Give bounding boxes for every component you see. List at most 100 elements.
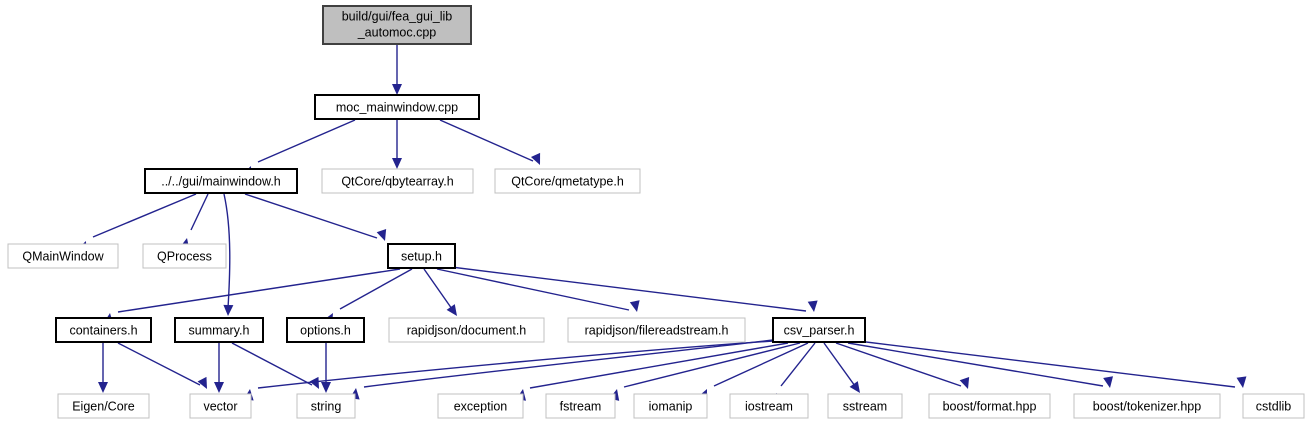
arrowhead-icon bbox=[309, 376, 319, 389]
arrowhead-icon bbox=[321, 382, 331, 393]
node-box[interactable] bbox=[322, 5, 472, 45]
node-label: cstdlib bbox=[1256, 399, 1291, 413]
node-qbytearray[interactable]: QtCore/qbytearray.h bbox=[321, 168, 474, 194]
node-box[interactable] bbox=[1242, 393, 1305, 419]
node-label: sstream bbox=[843, 399, 887, 413]
arrowhead-icon bbox=[197, 376, 207, 389]
node-box[interactable] bbox=[286, 317, 365, 343]
edge-line bbox=[244, 193, 378, 239]
node-iostream[interactable]: iostream bbox=[729, 393, 809, 419]
edge-setup-to-rjfrs bbox=[436, 268, 640, 312]
edge-csv-to-btoken bbox=[847, 342, 1114, 388]
node-summary[interactable]: summary.h bbox=[174, 317, 264, 343]
arrowhead-icon bbox=[98, 382, 108, 393]
arrowhead-icon bbox=[849, 381, 860, 393]
arrowhead-icon bbox=[629, 300, 640, 312]
node-iomanip[interactable]: iomanip bbox=[633, 393, 708, 419]
edge-line bbox=[223, 193, 231, 309]
edges-layer bbox=[77, 45, 1247, 405]
node-fstream[interactable]: fstream bbox=[545, 393, 616, 419]
node-label: vector bbox=[203, 399, 237, 413]
node-box[interactable] bbox=[437, 393, 524, 419]
node-box[interactable] bbox=[142, 243, 227, 269]
node-csv[interactable]: csv_parser.h bbox=[772, 317, 866, 343]
node-label: QMainWindow bbox=[22, 249, 104, 263]
node-label: containers.h bbox=[69, 323, 137, 337]
node-label: Eigen/Core bbox=[72, 399, 135, 413]
node-box[interactable] bbox=[7, 243, 119, 269]
node-box[interactable] bbox=[729, 393, 809, 419]
node-box[interactable] bbox=[57, 393, 150, 419]
node-box[interactable] bbox=[55, 317, 152, 343]
node-label: boost/format.hpp bbox=[943, 399, 1037, 413]
node-label: rapidjson/filereadstream.h bbox=[585, 323, 729, 337]
node-box[interactable] bbox=[1073, 393, 1221, 419]
edge-line bbox=[835, 342, 962, 387]
node-box[interactable] bbox=[545, 393, 616, 419]
node-options[interactable]: options.h bbox=[286, 317, 365, 343]
node-bformat[interactable]: boost/format.hpp bbox=[928, 393, 1051, 419]
node-box[interactable] bbox=[296, 393, 356, 419]
arrowhead-icon bbox=[1236, 376, 1247, 388]
edge-summary-to-string bbox=[231, 342, 319, 389]
nodes-layer: build/gui/fea_gui_lib_automoc.cpp moc_mai… bbox=[7, 5, 1305, 419]
node-setup[interactable]: setup.h bbox=[387, 243, 456, 269]
node-box[interactable] bbox=[388, 317, 545, 343]
node-qmainwindow[interactable]: QMainWindow bbox=[7, 243, 119, 269]
node-containers[interactable]: containers.h bbox=[55, 317, 152, 343]
edge-csv-to-cstdlib bbox=[857, 340, 1247, 388]
edge-moc-to-qbytearray bbox=[392, 120, 402, 169]
node-box[interactable] bbox=[827, 393, 903, 419]
node-label: string bbox=[311, 399, 342, 413]
node-exception[interactable]: exception bbox=[437, 393, 524, 419]
node-box[interactable] bbox=[772, 317, 866, 343]
edge-line bbox=[92, 193, 197, 238]
node-rjdoc[interactable]: rapidjson/document.h bbox=[388, 317, 545, 343]
node-box[interactable] bbox=[314, 94, 480, 120]
edge-line bbox=[231, 342, 313, 386]
node-label: iostream bbox=[745, 399, 793, 413]
node-cstdlib[interactable]: cstdlib bbox=[1242, 393, 1305, 419]
node-box[interactable] bbox=[494, 168, 641, 194]
node-vector[interactable]: vector bbox=[189, 393, 252, 419]
edge-csv-to-bformat bbox=[835, 342, 970, 389]
node-eigen[interactable]: Eigen/Core bbox=[57, 393, 150, 419]
edge-line bbox=[423, 268, 453, 310]
edge-mainwindow-to-qprocess bbox=[179, 193, 209, 250]
node-label: QtCore/qbytearray.h bbox=[341, 174, 453, 188]
node-label: fstream bbox=[560, 399, 602, 413]
node-rjfrs[interactable]: rapidjson/filereadstream.h bbox=[567, 317, 746, 343]
node-string[interactable]: string bbox=[296, 393, 356, 419]
edge-line bbox=[117, 342, 201, 386]
edge-line bbox=[117, 268, 401, 313]
node-btoken[interactable]: boost/tokenizer.hpp bbox=[1073, 393, 1221, 419]
edge-csv-to-sstream bbox=[823, 342, 860, 393]
arrowhead-icon bbox=[446, 304, 457, 316]
node-label: QtCore/qmetatype.h bbox=[511, 174, 624, 188]
edge-csv-to-string bbox=[349, 339, 774, 400]
node-box[interactable] bbox=[189, 393, 252, 419]
node-box[interactable] bbox=[387, 243, 456, 269]
edge-line bbox=[857, 340, 1236, 388]
node-box[interactable] bbox=[144, 168, 298, 194]
node-box[interactable] bbox=[174, 317, 264, 343]
node-qprocess[interactable]: QProcess bbox=[142, 243, 227, 269]
node-box[interactable] bbox=[928, 393, 1051, 419]
edge-line bbox=[436, 268, 630, 311]
edge-line bbox=[442, 265, 807, 312]
edge-line bbox=[363, 339, 774, 388]
arrowhead-icon bbox=[1103, 376, 1114, 388]
node-root[interactable]: build/gui/fea_gui_lib_automoc.cpp bbox=[322, 5, 472, 45]
node-box[interactable] bbox=[567, 317, 746, 343]
node-mainwindow[interactable]: ../../gui/mainwindow.h bbox=[144, 168, 298, 194]
node-sstream[interactable]: sstream bbox=[827, 393, 903, 419]
node-moc[interactable]: moc_mainwindow.cpp bbox=[314, 94, 480, 120]
node-label-line2: _automoc.cpp bbox=[357, 25, 437, 39]
edge-containers-to-vector bbox=[117, 342, 207, 389]
node-label: setup.h bbox=[401, 249, 442, 263]
node-qmetatype[interactable]: QtCore/qmetatype.h bbox=[494, 168, 641, 194]
arrowhead-icon bbox=[214, 382, 224, 393]
node-box[interactable] bbox=[633, 393, 708, 419]
node-label: boost/tokenizer.hpp bbox=[1093, 399, 1201, 413]
node-box[interactable] bbox=[321, 168, 474, 194]
